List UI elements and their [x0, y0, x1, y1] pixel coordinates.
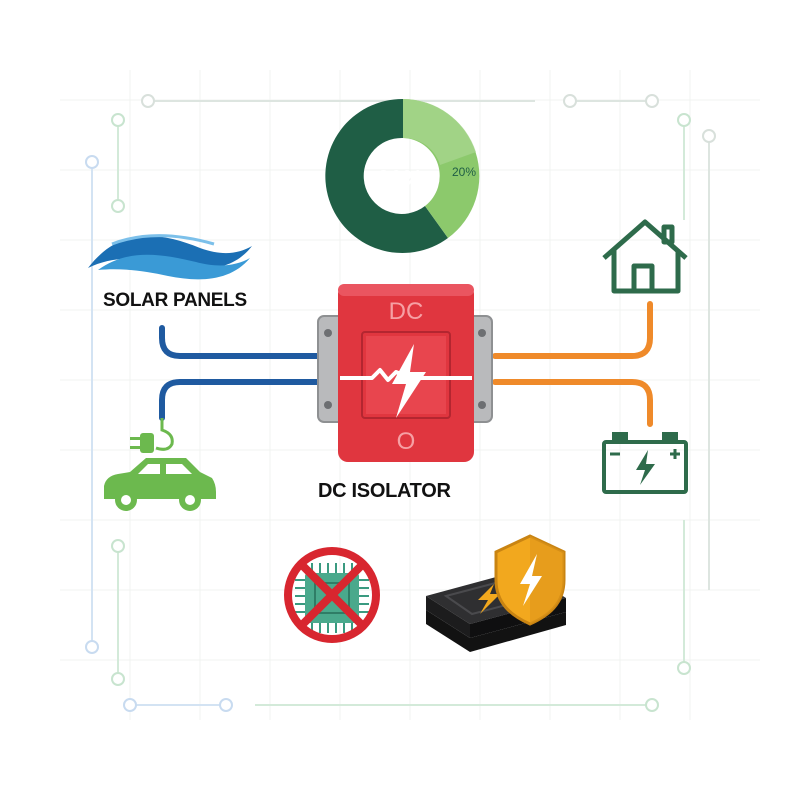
connection-lines: [159, 301, 653, 427]
battery-icon: [602, 432, 688, 494]
dc-isolator-device: DC O: [317, 284, 493, 462]
ev-car-icon: [104, 458, 216, 511]
circuit-traces: [85, 94, 716, 712]
lightning-bolt-icon: [392, 344, 426, 418]
donut-chart: 80% 20%: [325, 98, 480, 253]
donut-primary-label: 80%: [377, 165, 423, 191]
ev-line: [159, 379, 323, 421]
donut-slice-80: [325, 98, 448, 253]
wave-solar-icon: [88, 234, 252, 280]
dc-isolator-label: DC ISOLATOR: [318, 480, 451, 502]
solar-panels-label: SOLAR PANELS: [103, 290, 247, 311]
shield-bolt-device-icon: [426, 534, 566, 652]
isolator-inner-panel: [361, 331, 451, 419]
isolator-top-text: DC: [389, 298, 424, 325]
battery-line: [492, 379, 653, 427]
house-icon: [602, 219, 688, 294]
no-circuit-board-icon: [284, 547, 380, 643]
solar-line: [159, 325, 323, 359]
plug-icon: [130, 418, 174, 453]
donut-secondary-label: 20%: [452, 165, 476, 179]
house-line: [492, 301, 653, 359]
isolator-bottom-text: O: [397, 428, 416, 455]
